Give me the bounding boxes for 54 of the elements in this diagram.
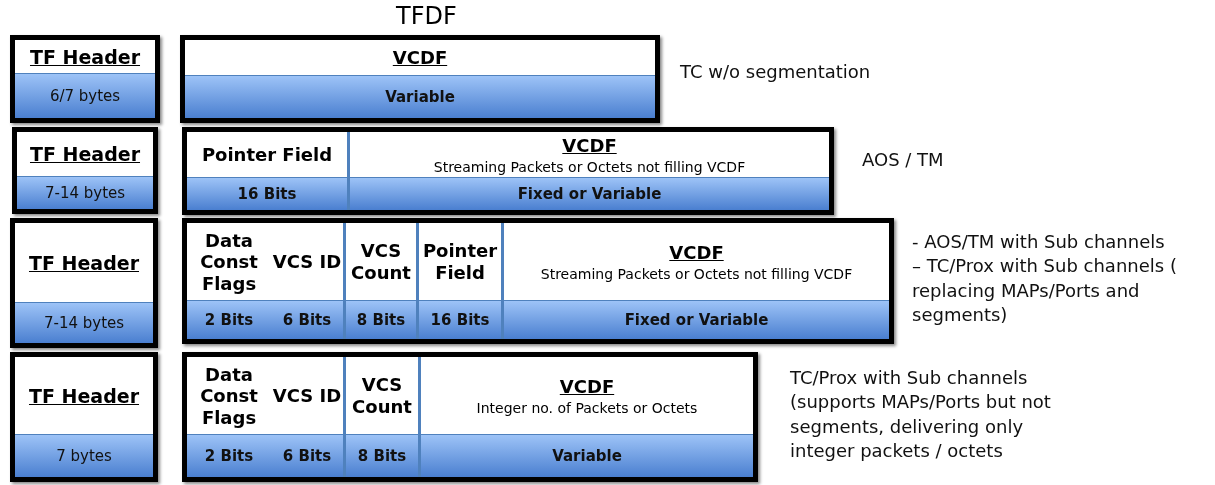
diagram-title: TFDF — [396, 2, 457, 30]
frame-box — [182, 218, 894, 344]
field-name: VCS ID — [272, 251, 342, 273]
row-note: TC w/o segmentation — [680, 60, 872, 84]
field-name: VCDF — [559, 375, 615, 398]
size-band: Variable — [185, 75, 655, 118]
field-name: TF Header — [30, 45, 140, 69]
field-name: TF Header — [29, 384, 139, 408]
size-band: 6/7 bytes — [15, 73, 155, 118]
field-cell — [343, 223, 416, 339]
size-band: 7 bytes — [15, 434, 153, 477]
header-box — [12, 127, 158, 214]
field-name: TF Header — [30, 143, 140, 166]
field-name: Pointer Field — [201, 144, 333, 166]
field-name: VCS ID — [272, 385, 342, 407]
field-name: Data Const Flags — [199, 229, 259, 295]
row-note: AOS / TM — [862, 148, 945, 172]
field-name: VCDF — [562, 134, 617, 157]
row-note: - AOS/TM with Sub channels — [912, 230, 1166, 254]
field-name: Data Const Flags — [199, 363, 259, 429]
field-cell — [347, 132, 829, 210]
size-band: 7-14 bytes — [15, 302, 153, 343]
size-band: 16 Bits — [419, 300, 501, 339]
size-band: 6 Bits — [271, 434, 343, 477]
field-cell — [416, 223, 501, 339]
field-description: Streaming Packets or Octets not filling VCDF — [433, 159, 746, 176]
field-cell — [501, 223, 889, 339]
field-name: VCS Count — [350, 240, 412, 284]
size-band: Variable — [421, 434, 753, 477]
size-band: Fixed or Variable — [504, 300, 889, 339]
field-name: Pointer Field — [421, 240, 499, 284]
field-cell — [418, 357, 753, 477]
row-note: – TC/Prox with Sub channels ( replacing MAPs/Ports and segments) — [912, 254, 1178, 327]
field-name: VCDF — [392, 47, 448, 69]
size-band: 8 Bits — [346, 300, 416, 339]
field-name: VCDF — [669, 241, 724, 264]
header-box — [10, 35, 160, 123]
field-description: Streaming Packets or Octets not filling VCDF — [540, 266, 853, 283]
size-band: 16 Bits — [187, 177, 347, 210]
size-band: 8 Bits — [346, 434, 418, 477]
size-band: 7-14 bytes — [17, 176, 153, 209]
field-cell — [343, 357, 418, 477]
size-band: 2 Bits — [187, 434, 271, 477]
size-band: 2 Bits — [187, 300, 271, 339]
header-box — [10, 218, 158, 348]
size-band: 6 Bits — [271, 300, 343, 339]
frame-box — [182, 127, 834, 215]
row-note: TC/Prox with Sub channels (supports MAPs/Ports but not segments, delivering only integer packets / octets — [790, 366, 1052, 463]
field-name: VCS Count — [351, 374, 413, 418]
field-name: TF Header — [29, 251, 139, 275]
field-description: Integer no. of Packets or Octets — [476, 400, 698, 417]
size-band: Fixed or Variable — [350, 177, 829, 210]
frame-box — [182, 352, 758, 482]
header-box — [10, 352, 158, 482]
